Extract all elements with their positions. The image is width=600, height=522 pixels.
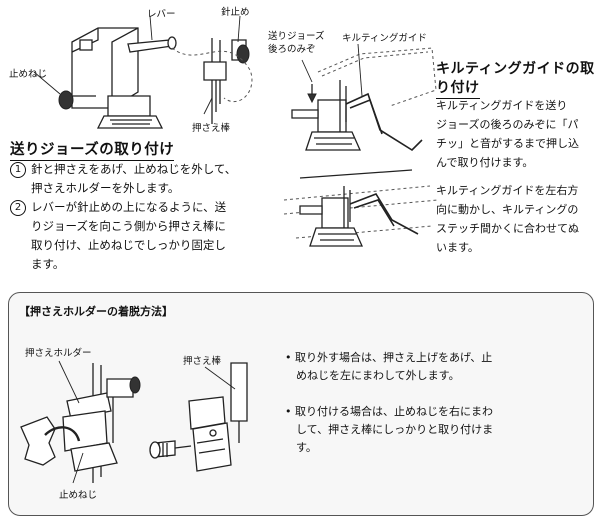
quilting-guide-para-2: キルティングガイドを左右方 向に動かし、キルティングの ステッチ間かくに合わせて… [436, 184, 579, 254]
presser-holder-box: 【押さえホルダーの着脱方法】 押さえホルダー 押さえ棒 止めねじ • 取り外す場… [8, 292, 594, 516]
presser-holder-label: 押さえホルダー [25, 348, 92, 359]
presser-holder-illustration [20, 360, 248, 484]
box-bullets: • 取り外す場合は、押さえ上げをあげ、止 めねじを左にまわして外します。 • 取… [285, 349, 585, 457]
set-screw-label: 止めねじ [9, 69, 48, 80]
lever-label: レバー [147, 9, 176, 20]
feed-jaws-heading: 送りジョーズの取り付け [10, 138, 175, 161]
bullet-remove: • 取り外す場合は、押さえ上げをあげ、止 [285, 351, 493, 364]
feed-jaws-groove-label: 送りジョーズ 後ろのみぞ [268, 31, 325, 55]
quilting-guide-heading-1: キルティングガイドの取 [436, 61, 595, 77]
quilting-guide-heading-2: り付け [436, 77, 480, 99]
quilting-guide-illustration [283, 43, 439, 247]
quilting-guide-para-1: キルティングガイドを送り ジョーズの後ろのみぞに「パ チッ」と音がするまで押し込… [436, 99, 579, 169]
feed-jaws-attach-illustration [33, 15, 253, 129]
box-set-screw-label: 止めねじ [59, 490, 98, 501]
quilting-guide-label: キルティングガイド [342, 33, 427, 44]
box-presser-bar-label: 押さえ棒 [183, 356, 222, 367]
box-title: 【押さえホルダーの着脱方法】 [19, 305, 173, 318]
presser-bar-label: 押さえ棒 [192, 123, 231, 134]
needle-stop-label: 針止め [221, 7, 250, 18]
bullet-attach: • 取り付ける場合は、止めねじを右にまわ [285, 405, 493, 418]
